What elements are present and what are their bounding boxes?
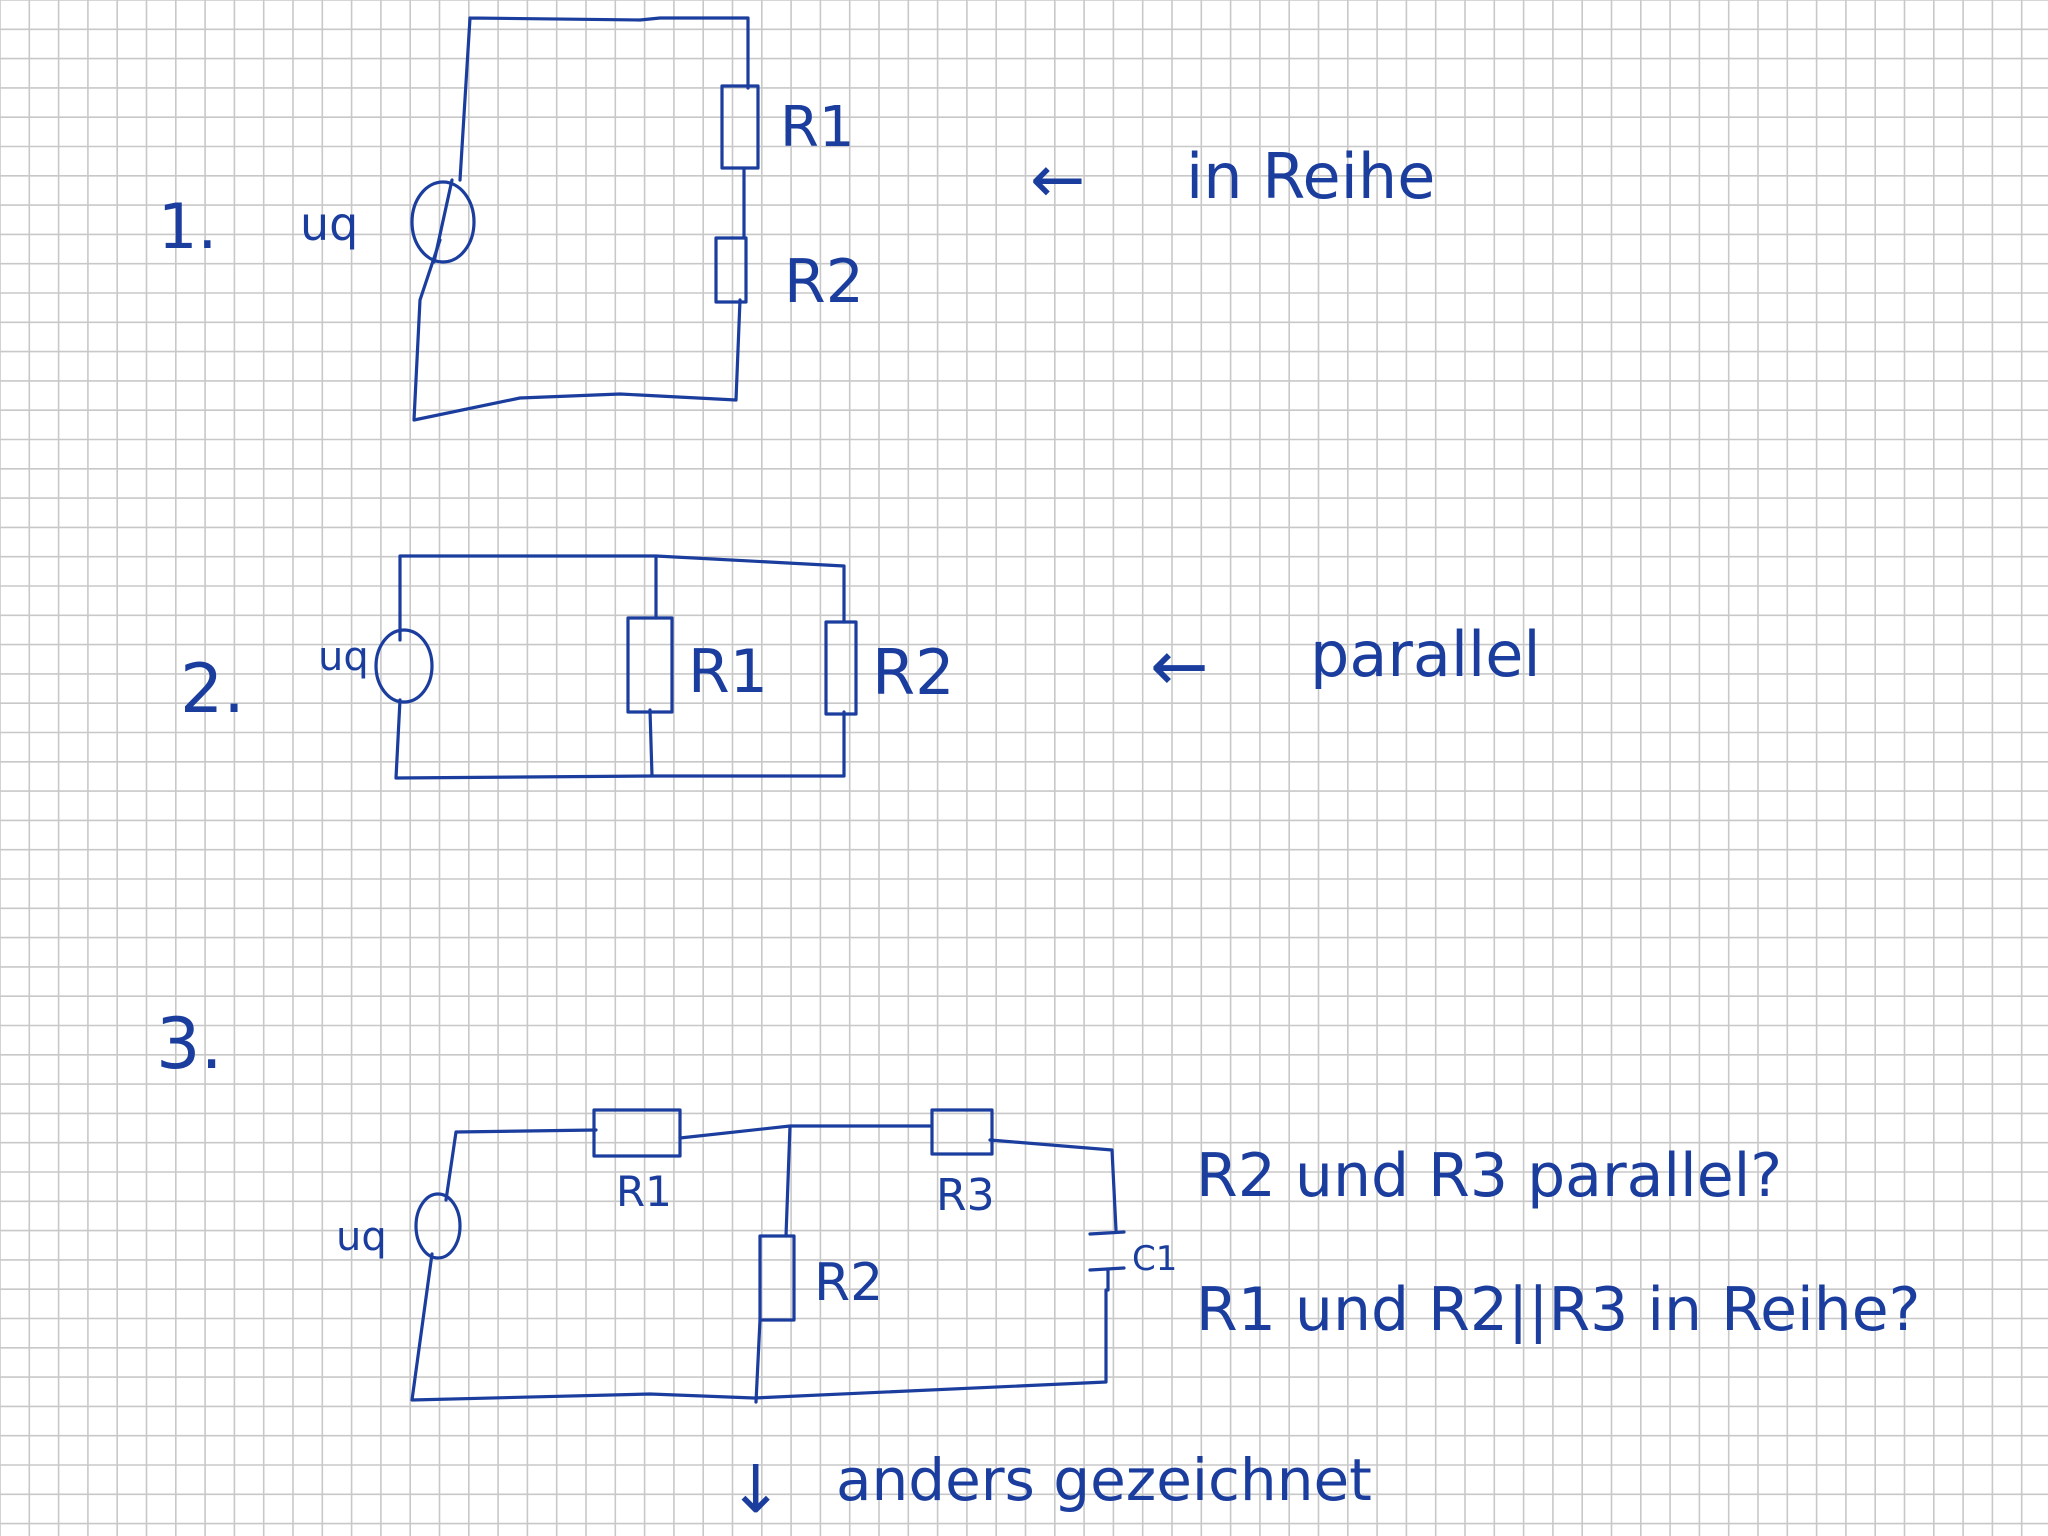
section-1-resistor-r1 [720, 84, 760, 170]
section-2-r1-label: R1 [688, 637, 768, 707]
section-2-parallel-circuit: 2. uq R1 R2 ← parallel [180, 554, 1541, 780]
section-3-voltage-source [414, 1192, 462, 1260]
section-3-resistor-r1 [592, 1108, 682, 1158]
section-3-capacitor-c1 [1088, 1230, 1126, 1292]
section-3-c1-label: C1 [1132, 1239, 1177, 1279]
section-2-source-label: uq [318, 634, 369, 680]
section-2-voltage-source [374, 628, 434, 704]
section-1-voltage-source [410, 180, 476, 264]
section-2-resistor-r1 [626, 616, 674, 714]
section-3-bottom-note: anders gezeichnet [836, 1446, 1372, 1514]
section-1-number: 1. [158, 190, 217, 263]
section-1-r2-label: R2 [784, 247, 864, 317]
section-2-number: 2. [180, 650, 245, 729]
section-3-resistor-r3 [930, 1108, 994, 1156]
section-1-source-label: uq [300, 197, 358, 251]
section-1-resistor-r2 [714, 236, 748, 304]
section-3-wire-top [444, 1124, 1118, 1238]
section-3-r2-label: R2 [814, 1253, 883, 1313]
section-3-mixed-circuit: 3. uq R1 R3 R2 C1 R2 und R3 parallel? R1… [156, 1003, 1921, 1528]
section-3-resistor-r2 [758, 1234, 796, 1322]
section-2-r2-label: R2 [872, 636, 955, 709]
section-3-r3-label: R3 [936, 1170, 995, 1221]
section-3-source-label: uq [336, 1214, 387, 1260]
section-1-wire-loop [412, 16, 750, 422]
section-2-wire-top [398, 554, 846, 642]
section-3-note-line-1: R2 und R3 parallel? [1196, 1141, 1782, 1211]
section-1-note: in Reihe [1186, 140, 1435, 213]
section-3-note-line-2: R1 und R2||R3 in Reihe? [1196, 1275, 1921, 1345]
section-2-arrow: ← [1150, 625, 1209, 707]
section-1-series-circuit: 1. uq R1 R2 ← in Reihe [158, 16, 1435, 422]
section-1-arrow: ← [1030, 141, 1085, 218]
section-1-source-line [432, 178, 454, 264]
section-3-r1-label: R1 [616, 1167, 672, 1216]
section-3-wire-bottom [410, 1252, 1108, 1404]
section-1-r1-label: R1 [780, 95, 855, 160]
section-2-resistor-r2 [824, 620, 858, 716]
section-3-number: 3. [156, 1003, 223, 1085]
section-3-arrow: ↓ [728, 1451, 783, 1528]
section-2-wire-bottom [394, 698, 846, 780]
section-2-note: parallel [1310, 618, 1541, 691]
